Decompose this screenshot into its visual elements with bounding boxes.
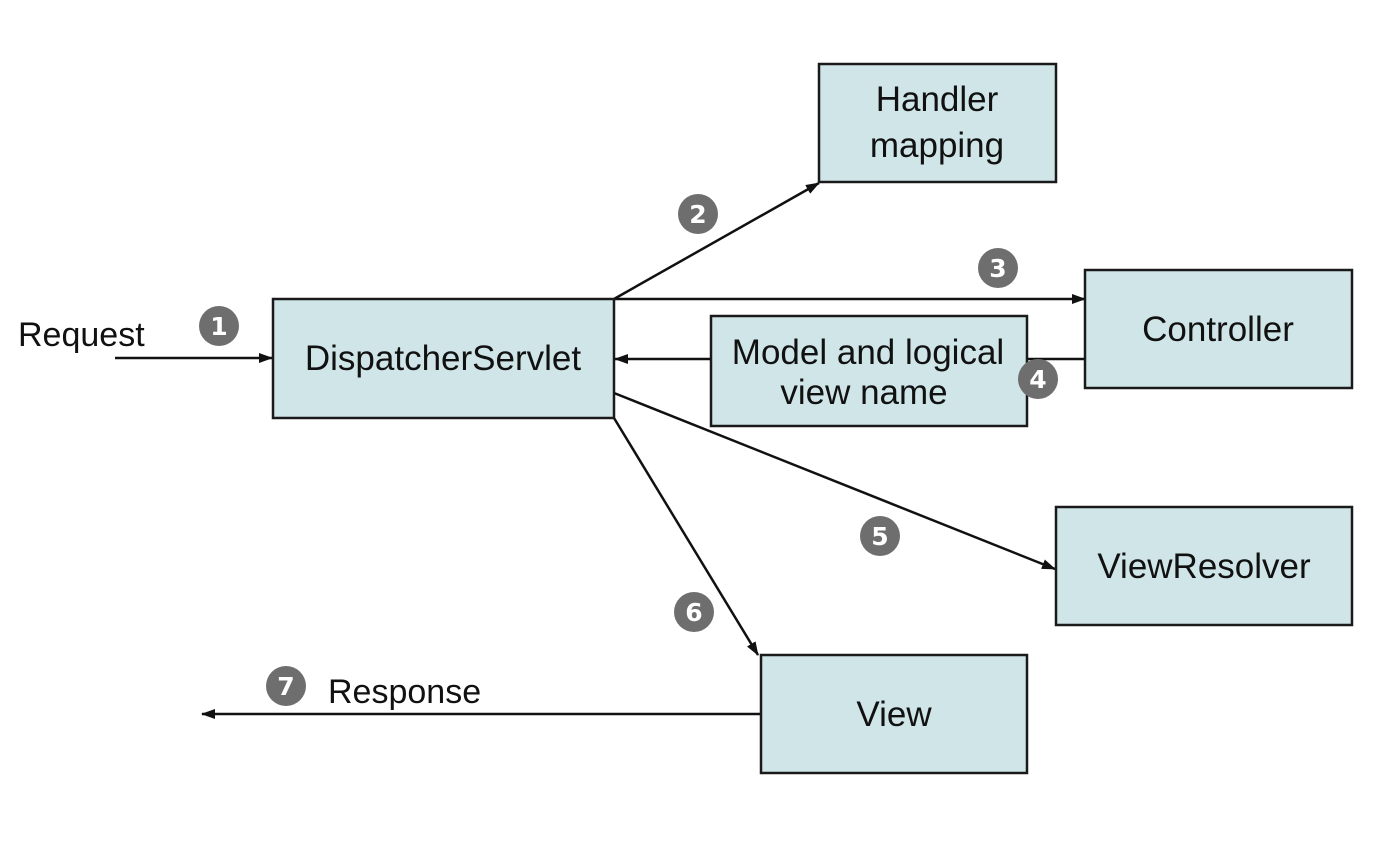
- step-number-2: 2: [689, 200, 706, 229]
- model-view-name-label-line-1: Model and logical: [732, 333, 1004, 372]
- request-label: Request: [18, 316, 145, 354]
- view-resolver-label: ViewResolver: [1097, 547, 1311, 586]
- step-badge-1: 1: [199, 306, 239, 346]
- step-number-4: 4: [1029, 365, 1046, 394]
- model-view-name-box: Model and logical view name: [709, 314, 1029, 428]
- controller-label: Controller: [1142, 310, 1294, 349]
- step-badge-7: 7: [266, 666, 306, 706]
- view-resolver-box: ViewResolver: [1054, 505, 1354, 627]
- handler-mapping-arrow: [613, 181, 820, 301]
- step-badge-2: 2: [678, 194, 718, 234]
- handler-mapping-box: Handler mapping: [817, 62, 1058, 184]
- view-arrow: [612, 417, 760, 656]
- response-label: Response: [328, 673, 481, 711]
- step-badge-5: 5: [860, 516, 900, 556]
- handler-mapping-label-line-1: Handler: [876, 80, 999, 119]
- dispatcher-servlet-box: DispatcherServlet: [271, 297, 616, 420]
- step-number-3: 3: [989, 254, 1006, 283]
- handler-mapping-label-line-2: mapping: [870, 126, 1004, 165]
- view-box: View: [759, 653, 1029, 775]
- dispatcher-servlet-label: DispatcherServlet: [305, 339, 581, 378]
- view-resolver-arrow: [613, 391, 1056, 571]
- step-number-1: 1: [210, 312, 227, 341]
- step-number-5: 5: [871, 522, 888, 551]
- step-badge-6: 6: [674, 592, 714, 632]
- step-number-6: 6: [685, 598, 702, 627]
- step-badge-3: 3: [978, 248, 1018, 288]
- step-number-7: 7: [277, 672, 294, 701]
- model-view-name-label-line-2: view name: [780, 373, 947, 412]
- view-label: View: [856, 695, 932, 734]
- step-badge-4: 4: [1018, 359, 1058, 399]
- controller-box: Controller: [1083, 268, 1354, 390]
